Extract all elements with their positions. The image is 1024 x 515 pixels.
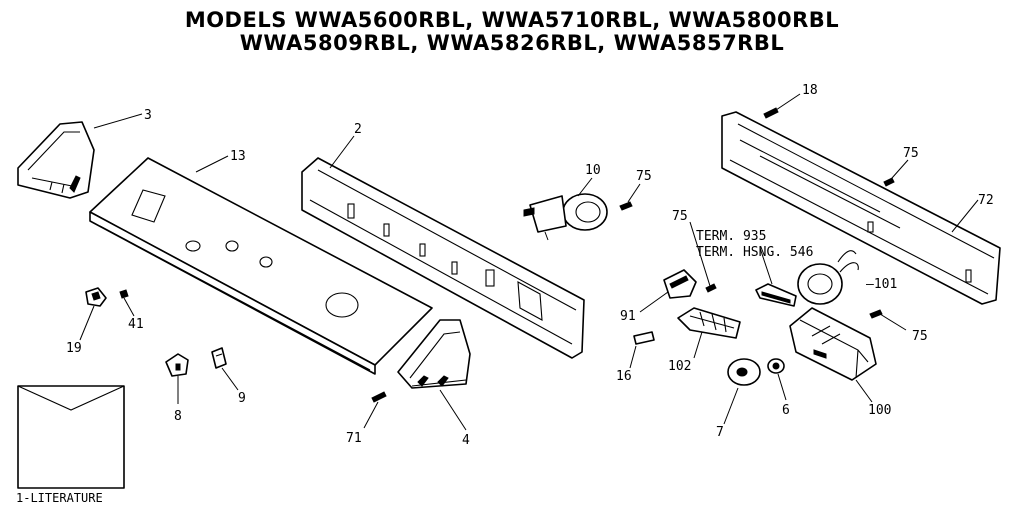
leader-3: [93, 113, 143, 129]
leader-10: [577, 177, 593, 197]
callout-18: 18: [802, 83, 818, 98]
part-13-console-panel: [89, 157, 433, 375]
callout-41: 41: [128, 317, 144, 332]
leader-75-c: [689, 221, 711, 287]
callout-100: 100: [868, 403, 891, 418]
callout-13: 13: [230, 149, 246, 164]
terminal-housing-546: [755, 283, 797, 307]
callout-75-d: 75: [912, 329, 928, 344]
screw-75-a: [619, 201, 633, 211]
screw-75-b: [883, 177, 895, 187]
callout-3: 3: [144, 108, 152, 123]
callout-71: 71: [346, 431, 362, 446]
leader-75-d: [879, 313, 907, 331]
callout-8: 8: [174, 409, 182, 424]
callout-75-a: 75: [636, 169, 652, 184]
callout-75-c: 75: [672, 209, 688, 224]
literature-envelope: [17, 385, 125, 489]
part-7-knob: [727, 358, 761, 386]
leader-term-hsng: [759, 247, 773, 285]
part-101-motor: [797, 250, 859, 305]
diagram-title-line-2: WWA5809RBL, WWA5826RBL, WWA5857RBL: [239, 31, 785, 55]
leader-4: [439, 389, 467, 431]
part-16-screw: [633, 331, 655, 345]
part-19-clip: [85, 287, 107, 307]
leader-71: [363, 401, 379, 429]
screw-75-d: [869, 309, 883, 319]
leader-9: [221, 367, 239, 391]
callout-91: 91: [620, 309, 636, 324]
part-3-end-cap: [17, 121, 95, 199]
leader-75-a: [627, 183, 641, 203]
callout-72: 72: [978, 193, 994, 208]
part-4-end-cap: [397, 319, 471, 389]
callout-4: 4: [462, 433, 470, 448]
part-10-switch: [523, 193, 608, 241]
part-102-terminal-block: [677, 307, 741, 339]
screw-75-c: [705, 283, 717, 293]
part-100-timer: [789, 307, 877, 381]
callout-6: 6: [782, 403, 790, 418]
screw-18: [763, 107, 779, 119]
leader-75-b: [891, 159, 909, 179]
callout-102: 102: [668, 359, 691, 374]
leader-102: [693, 331, 703, 359]
callout-9: 9: [238, 391, 246, 406]
callout-2: 2: [354, 122, 362, 137]
leader-19: [79, 305, 95, 341]
callout-10: 10: [585, 163, 601, 178]
part-71-screw: [371, 391, 387, 403]
part-91-switch: [663, 269, 697, 299]
part-41-screw: [119, 289, 129, 299]
callout-7: 7: [716, 425, 724, 440]
diagram-title-line-1: MODELS WWA5600RBL, WWA5710RBL, WWA5800RB…: [184, 8, 840, 32]
part-72-rear-panel: [721, 111, 1001, 305]
leader-13: [195, 155, 229, 173]
callout-19: 19: [66, 341, 82, 356]
part-9-spring-clip: [211, 347, 227, 369]
callout-literature: 1-LITERATURE: [16, 491, 103, 505]
callout-75-b: 75: [903, 146, 919, 161]
part-2-control-frame: [301, 157, 585, 359]
leader-100: [855, 379, 873, 403]
callout-16: 16: [616, 369, 632, 384]
callout-term-hsng-546: TERM. HSNG. 546: [696, 245, 813, 260]
leader-72: [951, 199, 979, 233]
leader-91: [639, 291, 669, 313]
leader-7: [723, 387, 739, 425]
callout-term-935: TERM. 935: [696, 229, 766, 244]
callout-101: —101: [866, 277, 897, 292]
leader-2: [329, 135, 355, 169]
leader-18: [775, 93, 801, 111]
part-6-washer: [767, 358, 785, 374]
leader-41: [123, 297, 135, 317]
leader-6: [777, 373, 787, 401]
part-8-button: [165, 353, 189, 377]
leader-16: [629, 345, 637, 369]
